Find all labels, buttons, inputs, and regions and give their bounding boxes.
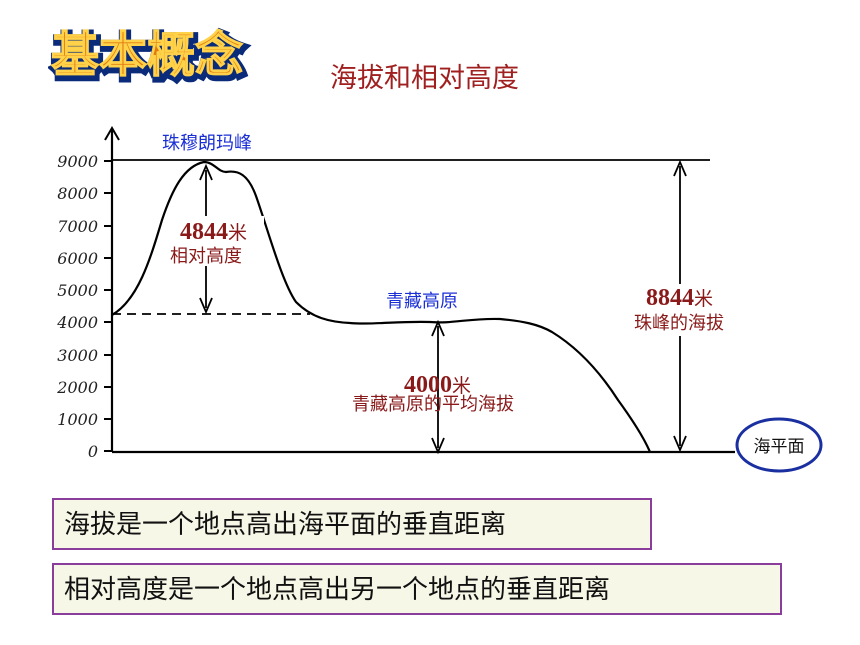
y-axis-arrow [104,126,120,141]
plateau-arrow-up [431,319,445,337]
peak-label: 珠穆朗玛峰 [162,133,252,154]
relative-height-unit: 米 [228,222,247,244]
y-tick-labels: 0 1000 2000 3000 4000 5000 6000 7000 800… [56,152,98,461]
logo: 基本概念 基本概念 [50,26,249,89]
tick-label-9000: 9000 [57,152,98,171]
tick-label-8000: 8000 [57,184,98,203]
everest-altitude-unit: 米 [694,288,713,310]
tick-label-6000: 6000 [57,249,98,268]
tick-label-0: 0 [88,442,98,461]
everest-arrow-up [673,159,687,177]
plateau-arrow-down [431,437,445,455]
terrain-profile [111,160,652,453]
relative-height-value-group: 4844米 [180,219,247,245]
relative-arrow-up [199,163,213,181]
everest-altitude-value: 8844 [646,285,694,311]
tick-label-7000: 7000 [57,217,98,236]
relative-height-value: 4844 [180,219,228,245]
page-title: 海拔和相对高度 [330,63,519,94]
tick-label-3000: 3000 [57,346,98,365]
plateau-altitude-desc: 青藏高原的平均海拔 [352,394,514,415]
tick-label-5000: 5000 [57,281,98,300]
everest-altitude-value-group: 8844米 [646,285,713,311]
altitude-diagram: 0 1000 2000 3000 4000 5000 6000 7000 800… [56,126,823,473]
tick-label-4000: 4000 [56,313,98,332]
everest-altitude-desc: 珠峰的海拔 [634,313,724,334]
relative-label-bg [172,216,264,266]
tick-label-1000: 1000 [57,410,98,429]
relative-arrow-down [199,297,213,315]
logo-text: 基本概念 [51,27,243,83]
plateau-altitude-value: 4000 [404,372,452,398]
definition-relative-height: 相对高度是一个地点高出另一个地点的垂直距离 [52,563,782,615]
relative-height-desc: 相对高度 [170,246,242,267]
y-ticks [104,160,112,452]
plateau-altitude-value-group: 4000米 [404,372,471,398]
plateau-label: 青藏高原 [386,291,458,312]
tick-label-2000: 2000 [56,378,98,397]
plateau-altitude-unit: 米 [452,375,471,397]
everest-arrow-down [673,435,687,453]
sea-level-label: 海平面 [754,437,805,457]
everest-label-bg [630,284,756,336]
sea-level-oval [735,417,823,473]
logo-text-shadow: 基本概念 [53,30,245,86]
definition-altitude: 海拔是一个地点高出海平面的垂直距离 [52,498,652,550]
